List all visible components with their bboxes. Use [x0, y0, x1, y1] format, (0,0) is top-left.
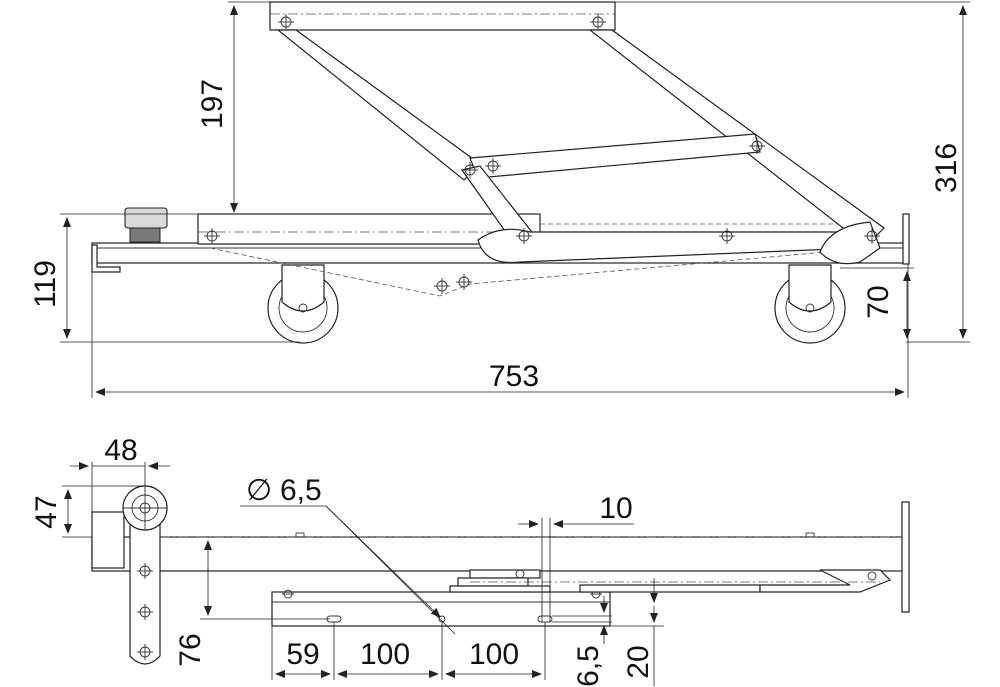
dimension-100a-label: 100: [360, 638, 410, 671]
dimension-753-label: 753: [489, 360, 539, 393]
side-view: 197 316 119 70 753: [29, 1, 970, 398]
dimension-197: 197: [196, 1, 270, 213]
dimension-100b-label: 100: [469, 638, 519, 671]
dimension-47: 47: [30, 485, 145, 538]
dimension-20-label: 20: [622, 645, 655, 678]
mechanism-top: [449, 569, 892, 593]
right-wheel: [774, 264, 846, 344]
diameter-symbol: ∅: [246, 474, 272, 507]
upper-platform: [269, 1, 616, 31]
dimension-316-label: 316: [930, 143, 963, 193]
dimension-316: 316: [615, 1, 970, 343]
dimension-6-5-label: 6,5: [572, 645, 605, 687]
dimension-hole-diameter-label: 6,5: [280, 474, 322, 507]
dimension-197-label: 197: [196, 79, 229, 129]
dimension-6-5: 6,5: [552, 596, 612, 687]
top-view: 48 47 ∅ 6,5 10: [30, 434, 910, 687]
dimension-753: 753: [91, 264, 909, 398]
caster-arm: [122, 485, 168, 665]
dimension-119-label: 119: [29, 260, 62, 308]
dimension-10: 10: [518, 492, 634, 622]
main-rail: [91, 501, 910, 613]
dimension-47-label: 47: [30, 495, 63, 528]
dimension-48: 48: [70, 434, 170, 512]
dimension-70: 70: [840, 267, 914, 339]
dimension-20: 20: [610, 578, 664, 686]
dimension-119: 119: [29, 213, 300, 343]
left-wheel: [267, 264, 339, 344]
dimension-48-label: 48: [104, 434, 137, 467]
dimension-70-label: 70: [862, 285, 895, 318]
dimension-chain: 59 100 100: [271, 622, 546, 680]
adjustment-knob: [124, 207, 168, 243]
dimension-59-label: 59: [286, 638, 319, 671]
pivot-points: [204, 14, 880, 294]
dimension-hole-diameter: ∅ 6,5: [240, 474, 456, 635]
dimension-10-label: 10: [599, 492, 632, 525]
dimension-76-label: 76: [174, 633, 207, 666]
scissor-links: [276, 29, 885, 265]
dimension-76: 76: [174, 540, 330, 667]
